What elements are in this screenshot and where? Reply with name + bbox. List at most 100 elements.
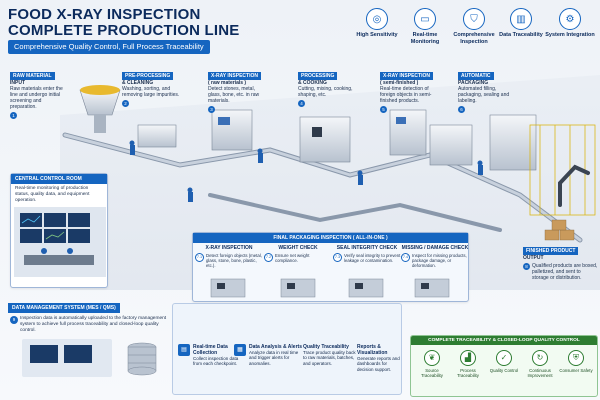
stage-subtitle: INPUT	[10, 80, 25, 86]
trace-label: Quality Control	[489, 368, 519, 373]
fp-col-number: 7.3	[333, 253, 342, 262]
stage-subtitle: ( raw materials )	[208, 80, 247, 86]
feature-label: System Integration	[545, 32, 595, 38]
stage-desc: Washing, sorting, and removing large imp…	[122, 86, 180, 98]
stage-number: 4	[298, 100, 305, 107]
stage-number: 1	[10, 112, 17, 119]
factory-icon: ▟	[460, 350, 476, 366]
fp-col-title: X-RAY INSPECTION	[205, 245, 253, 251]
fp-col-desc: Verify seal integrity to prevent leakage…	[344, 253, 401, 263]
stage-number: 6	[458, 106, 465, 113]
stage-subtitle: PACKAGING	[458, 80, 489, 86]
flow-desc: Analyze data in real time and trigger al…	[249, 350, 299, 366]
target-icon: ◎	[366, 8, 388, 30]
stage-subtitle: & COOKING	[298, 80, 327, 86]
stage-pre-processing: PRE-PROCESSING & CLEANING Washing, sorti…	[122, 72, 182, 107]
feature-label: High Sensitivity	[356, 32, 398, 38]
stage-title: AUTOMATIC	[458, 72, 494, 80]
trace-source: ❦ Source Traceability	[415, 350, 449, 378]
flow-data-analysis-alerts: ▦ Data Analysis & Alerts Analyze data in…	[234, 344, 303, 366]
trace-label: Process Traceability	[457, 368, 479, 378]
stage-desc: Detect stones, metal, glass, bone, etc. …	[208, 86, 260, 104]
stage-xray-semi-finished: X-RAY INSPECTION ( semi-finished ) Real-…	[380, 72, 440, 113]
stage-number: 2	[122, 100, 129, 107]
stage-title: X-RAY INSPECTION	[208, 72, 261, 80]
server-database-illustration	[22, 339, 157, 378]
stage-automatic-packaging: AUTOMATIC PACKAGING Automated filling, p…	[458, 72, 518, 113]
stage-finished-product: FINISHED PRODUCT OUTPUT 8 Qualified prod…	[523, 247, 598, 327]
control-room-illustration	[14, 207, 106, 278]
chart-icon: ▥	[510, 8, 532, 30]
data-management-desc: Inspection data is automatically uploade…	[20, 316, 167, 333]
refresh-icon: ↻	[532, 350, 548, 366]
final-packaging-title: FINAL PACKAGING INSPECTION ( ALL-IN-ONE …	[193, 233, 468, 243]
flow-desc: Collect inspection data from each checkp…	[193, 356, 239, 367]
fp-col-desc: Detect foreign objects (metal, glass, st…	[206, 253, 262, 268]
feature-comprehensive-inspection: ⛉ Comprehensive Inspection	[449, 8, 499, 45]
stage-desc: Cutting, mixing, cooking, shaping, etc.	[298, 86, 353, 98]
flow-real-time-data-collection: ▤ Real-time Data Collection Collect insp…	[178, 344, 247, 367]
clipboard-icon: ✓	[496, 350, 512, 366]
flow-desc: Trace product quality back to raw materi…	[303, 350, 356, 366]
stage-title: X-RAY INSPECTION	[380, 72, 433, 80]
stage-processing: PROCESSING & COOKING Cutting, mixing, co…	[298, 72, 356, 107]
feature-label: Data Traceability	[499, 32, 543, 38]
stage-number: 5	[380, 106, 387, 113]
shield-check-icon: ⛨	[568, 350, 584, 366]
trace-label: Consumer Safety	[559, 368, 593, 373]
data-collection-icon: ▤	[178, 344, 190, 356]
stage-subtitle: OUTPUT	[523, 255, 544, 261]
feature-real-time-monitoring: ▭ Real-time Monitoring	[400, 8, 450, 45]
flow-desc: Generate reports and dashboards for deci…	[357, 356, 400, 372]
gear-icon: ⚙	[559, 8, 581, 30]
feature-label: Real-time Monitoring	[410, 32, 440, 45]
flow-reports-visualization: Reports & Visualization Generate reports…	[357, 344, 401, 372]
shield-icon: ⛉	[463, 8, 485, 30]
control-room-title: CENTRAL CONTROL ROOM	[11, 174, 107, 184]
stage-desc: Automated filling, packaging, sealing an…	[458, 86, 510, 104]
control-room-desc: Real-time monitoring of production statu…	[15, 186, 90, 203]
trace-continuous-improvement: ↻ Continuous Improvement	[523, 350, 557, 378]
fp-col-title: MISSING / DAMAGE CHECK	[401, 245, 469, 251]
trace-consumer-safety: ⛨ Consumer Safety	[559, 350, 593, 373]
fp-col-number: 7.2	[264, 253, 273, 262]
stage-raw-material: RAW MATERIAL INPUT Raw materials enter t…	[10, 72, 66, 119]
page-title-line2: COMPLETE PRODUCTION LINE	[8, 22, 240, 39]
stage-xray-raw: X-RAY INSPECTION ( raw materials ) Detec…	[208, 72, 268, 113]
trace-quality-control: ✓ Quality Control	[487, 350, 521, 373]
stage-title: FINISHED PRODUCT	[523, 247, 579, 255]
feature-high-sensitivity: ◎ High Sensitivity	[352, 8, 402, 39]
analysis-icon: ▦	[234, 344, 246, 356]
fp-col-number: 7.1	[195, 253, 204, 262]
feature-data-traceability: ▥ Data Traceability	[496, 8, 546, 39]
flow-title: Real-time Data Collection	[193, 344, 228, 356]
monitor-icon: ▭	[414, 8, 436, 30]
data-flow-panel: ▤ Real-time Data Collection Collect insp…	[172, 303, 402, 395]
data-management-number: 9	[10, 316, 18, 324]
leaf-icon: ❦	[424, 350, 440, 366]
stage-subtitle: & CLEANING	[122, 80, 154, 86]
fp-col-title: SEAL INTEGRITY CHECK	[336, 245, 398, 251]
final-packaging-inspection-panel: FINAL PACKAGING INSPECTION ( ALL-IN-ONE …	[192, 232, 469, 302]
data-management-title: DATA MANAGEMENT SYSTEM (MES / QMS)	[8, 303, 120, 313]
stage-title: PROCESSING	[298, 72, 338, 80]
trace-process: ▟ Process Traceability	[451, 350, 485, 378]
central-control-room-panel: CENTRAL CONTROL ROOM Real-time monitorin…	[10, 173, 108, 288]
traceability-title: COMPLETE TRACEABILITY & CLOSED-LOOP QUAL…	[411, 336, 597, 345]
stage-desc: Real-time detection of foreign objects i…	[380, 86, 432, 104]
stage-subtitle: ( semi-finished )	[380, 80, 419, 86]
fp-col-number: 7.4	[401, 253, 410, 262]
stage-desc: Qualified products are boxed, palletized…	[532, 263, 598, 281]
stage-desc: Raw materials enter the line and undergo…	[10, 86, 63, 110]
feature-system-integration: ⚙ System Integration	[545, 8, 595, 39]
flow-title: Data Analysis & Alerts	[249, 344, 302, 350]
traceability-panel: COMPLETE TRACEABILITY & CLOSED-LOOP QUAL…	[410, 335, 598, 397]
flow-title: Reports & Visualization	[357, 344, 388, 356]
page-subtitle: Comprehensive Quality Control, Full Proc…	[8, 40, 210, 54]
stage-title: PRE-PROCESSING	[122, 72, 174, 80]
feature-label: Comprehensive Inspection	[453, 32, 495, 45]
